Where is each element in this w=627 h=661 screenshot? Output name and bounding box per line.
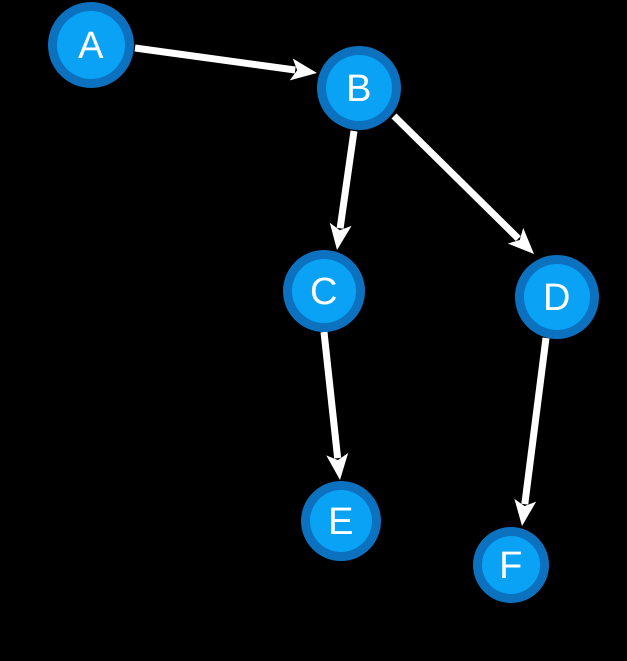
edge-d-to-f[interactable] <box>514 337 550 526</box>
edge-shaft <box>391 113 521 242</box>
edge-b-to-c[interactable] <box>329 130 358 250</box>
edge-shaft <box>336 130 358 229</box>
graph-node-b[interactable]: B <box>317 46 401 130</box>
edge-shaft <box>320 331 342 459</box>
edges-layer <box>134 44 550 526</box>
arrowhead-icon <box>507 227 534 254</box>
node-label: F <box>499 545 523 587</box>
nodes-layer: A B C D E F <box>48 2 599 603</box>
node-core <box>524 264 590 330</box>
edge-b-to-d[interactable] <box>391 113 534 254</box>
graph-node-d[interactable]: D <box>515 255 599 339</box>
edge-a-to-b[interactable] <box>134 44 317 81</box>
graph-node-a[interactable]: A <box>48 2 134 88</box>
node-core <box>57 11 125 79</box>
graph-node-f[interactable]: F <box>473 527 549 603</box>
edge-shaft <box>521 337 550 505</box>
node-core <box>292 259 356 323</box>
node-label: E <box>328 501 354 543</box>
node-core <box>326 55 392 121</box>
node-core <box>310 490 372 552</box>
node-label: B <box>346 68 372 110</box>
arrowhead-icon <box>326 452 349 480</box>
edge-c-to-e[interactable] <box>320 331 349 480</box>
node-label: A <box>78 25 104 67</box>
arrowhead-icon <box>514 498 537 526</box>
graph-node-c[interactable]: C <box>283 250 365 332</box>
node-core <box>482 536 540 594</box>
graph-node-e[interactable]: E <box>301 481 381 561</box>
edge-shaft <box>134 44 296 74</box>
arrowhead-icon <box>329 222 352 250</box>
arrowhead-icon <box>289 58 317 81</box>
node-label: C <box>310 271 338 313</box>
node-label: D <box>543 277 571 319</box>
